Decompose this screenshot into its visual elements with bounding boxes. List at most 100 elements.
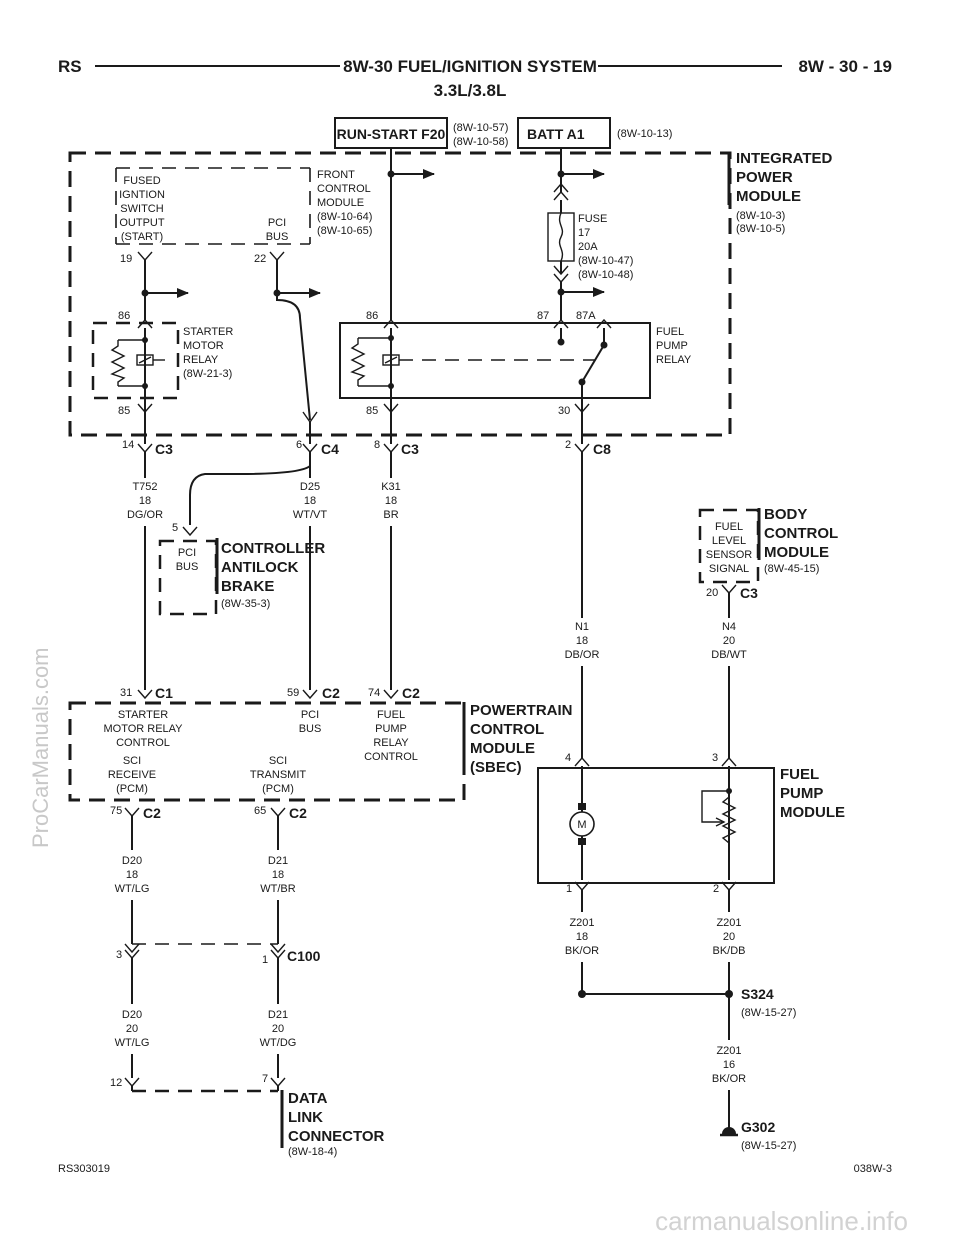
pcm-starter-2: MOTOR RELAY — [103, 723, 183, 735]
sr-label-2: MOTOR — [183, 340, 224, 352]
fcm-pci-1: PCI — [268, 217, 286, 229]
fuse-label-3: 20A — [578, 241, 598, 253]
svg-text:31: 31 — [120, 687, 132, 699]
pcm-sci-tx-1: SCI — [269, 755, 287, 767]
cab-title-1: CONTROLLER — [221, 540, 325, 557]
pcm-title-3: MODULE — [470, 740, 535, 757]
pcm-contents: STARTER MOTOR RELAY CONTROL PCI BUS FUEL… — [103, 709, 417, 795]
fpm-pin-2: 2 — [713, 883, 719, 895]
wire-t752-gauge: 18 — [139, 495, 151, 507]
svg-text:BK/DB: BK/DB — [712, 945, 745, 957]
svg-text:D21: D21 — [268, 1009, 288, 1021]
footer-left: RS303019 — [58, 1163, 110, 1175]
header-page-number: 8W - 30 - 19 — [798, 57, 892, 76]
svg-text:14: 14 — [122, 439, 134, 451]
svg-text:20: 20 — [723, 931, 735, 943]
svg-text:8: 8 — [374, 439, 380, 451]
side-watermark: ProCarManuals.com — [28, 647, 53, 848]
bcm-signal-4: SIGNAL — [709, 563, 749, 575]
header-left: RS — [58, 57, 82, 76]
wire-n1-color: DB/OR — [565, 649, 600, 661]
pcm-fuel-1: FUEL — [377, 709, 405, 721]
svg-text:Z201: Z201 — [716, 917, 741, 929]
fuel-pump-relay: 86 87 87A FUEL PUMP RELAY 85 30 — [339, 310, 692, 417]
wire-d25-id: D25 — [300, 481, 320, 493]
dlc-title-3: CONNECTOR — [288, 1128, 385, 1145]
sr-pin-85: 85 — [118, 405, 130, 417]
footer-right: 038W-3 — [854, 1163, 892, 1175]
cab-pin-5: 5 — [172, 522, 178, 534]
c100-pin-3: 3 — [116, 949, 122, 961]
sr-resistor — [110, 340, 126, 386]
svg-text:C1: C1 — [155, 685, 173, 701]
svg-text:6: 6 — [296, 439, 302, 451]
fpm-pin-4: 4 — [565, 752, 571, 764]
fcm-label-1: FRONT — [317, 169, 355, 181]
front-control-module: FUSED IGNTION SWITCH OUTPUT (START) PCI … — [115, 167, 372, 245]
batt-ref: (8W-10-13) — [617, 128, 672, 140]
fpm-pin-1: 1 — [566, 883, 572, 895]
svg-text:Z201: Z201 — [569, 917, 594, 929]
pcm-title-1: POWERTRAIN — [470, 702, 573, 719]
fp-label-2: PUMP — [656, 340, 688, 352]
batt-label: BATT A1 — [527, 126, 585, 142]
fuel-level-sender — [721, 796, 737, 844]
svg-text:18: 18 — [576, 931, 588, 943]
wire-t752-color: DG/OR — [127, 509, 163, 521]
svg-text:D21: D21 — [268, 855, 288, 867]
sr-pin-86: 86 — [118, 310, 130, 322]
ign-output-5: (START) — [121, 231, 163, 243]
dlc-pin-7: 7 — [262, 1073, 268, 1085]
fp-label-3: RELAY — [656, 354, 692, 366]
sr-label-4: (8W-21-3) — [183, 368, 232, 380]
fpm-title-3: MODULE — [780, 804, 845, 821]
fcm-pci-2: BUS — [266, 231, 289, 243]
svg-text:18: 18 — [126, 869, 138, 881]
svg-text:Z201: Z201 — [716, 1045, 741, 1057]
bcm-signal-2: LEVEL — [712, 535, 746, 547]
fuel-pump-motor — [569, 811, 595, 837]
ign-output-1: FUSED — [123, 175, 160, 187]
svg-text:D20: D20 — [122, 1009, 142, 1021]
run-start-ref-2: (8W-10-58) — [453, 136, 508, 148]
wire-n4-gauge: 20 — [723, 635, 735, 647]
svg-text:18: 18 — [272, 869, 284, 881]
ground-ref: (8W-15-27) — [741, 1140, 796, 1152]
wire-k31-color: BR — [383, 509, 398, 521]
pcm-fuel-2: PUMP — [375, 723, 407, 735]
page-header: RS 8W-30 FUEL/IGNITION SYSTEM 8W - 30 - … — [58, 57, 892, 100]
fuel-pump-module: 4 3 M FUEL PUMP MODULE 1 2 — [537, 752, 845, 895]
ipm-title: INTEGRATED POWER MODULE (8W-10-3) (8W-10… — [727, 150, 833, 235]
dlc-ref: (8W-18-4) — [288, 1146, 337, 1158]
bcm-signal-3: SENSOR — [706, 549, 753, 561]
svg-text:2: 2 — [565, 439, 571, 451]
ipm-title-1: INTEGRATED — [736, 150, 833, 167]
data-link-connector: 12 7 DATA LINK CONNECTOR (8W-18-4) — [110, 1073, 385, 1158]
controller-antilock-brake: 5 PCI BUS CONTROLLER ANTILOCK BRAKE (8W-… — [158, 522, 325, 616]
cab-title-3: BRAKE — [221, 578, 274, 595]
svg-text:75: 75 — [110, 805, 122, 817]
fp-pin-85: 85 — [366, 405, 378, 417]
pcm-sci-rx-1: SCI — [123, 755, 141, 767]
ground-g302: G302 (8W-15-27) — [720, 1119, 796, 1152]
svg-text:WT/LG: WT/LG — [115, 883, 150, 895]
wire-t752-id: T752 — [132, 481, 157, 493]
svg-text:C3: C3 — [401, 441, 419, 457]
pcm-sci-tx-3: (PCM) — [262, 783, 294, 795]
cab-title-2: ANTILOCK — [221, 559, 299, 576]
svg-text:WT/LG: WT/LG — [115, 1037, 150, 1049]
bcm-conn-c3: C3 — [740, 585, 758, 601]
bcm-title-1: BODY — [764, 506, 807, 523]
starter-motor-relay: 86 STARTER MOTOR RELAY (8W-21-3) 85 — [91, 310, 233, 417]
wire-k31-id: K31 — [381, 481, 401, 493]
ipm-enclosure — [68, 151, 732, 437]
pin-22-terminal — [269, 251, 285, 262]
fp-relay-box — [339, 322, 651, 399]
pin-19: 19 — [120, 253, 132, 265]
bcm-title-3: MODULE — [764, 544, 829, 561]
fp-pin-87: 87 — [537, 310, 549, 322]
svg-text:C2: C2 — [402, 685, 420, 701]
svg-text:BK/OR: BK/OR — [712, 1073, 746, 1085]
connector-c100: 3 1 C100 — [116, 943, 321, 966]
